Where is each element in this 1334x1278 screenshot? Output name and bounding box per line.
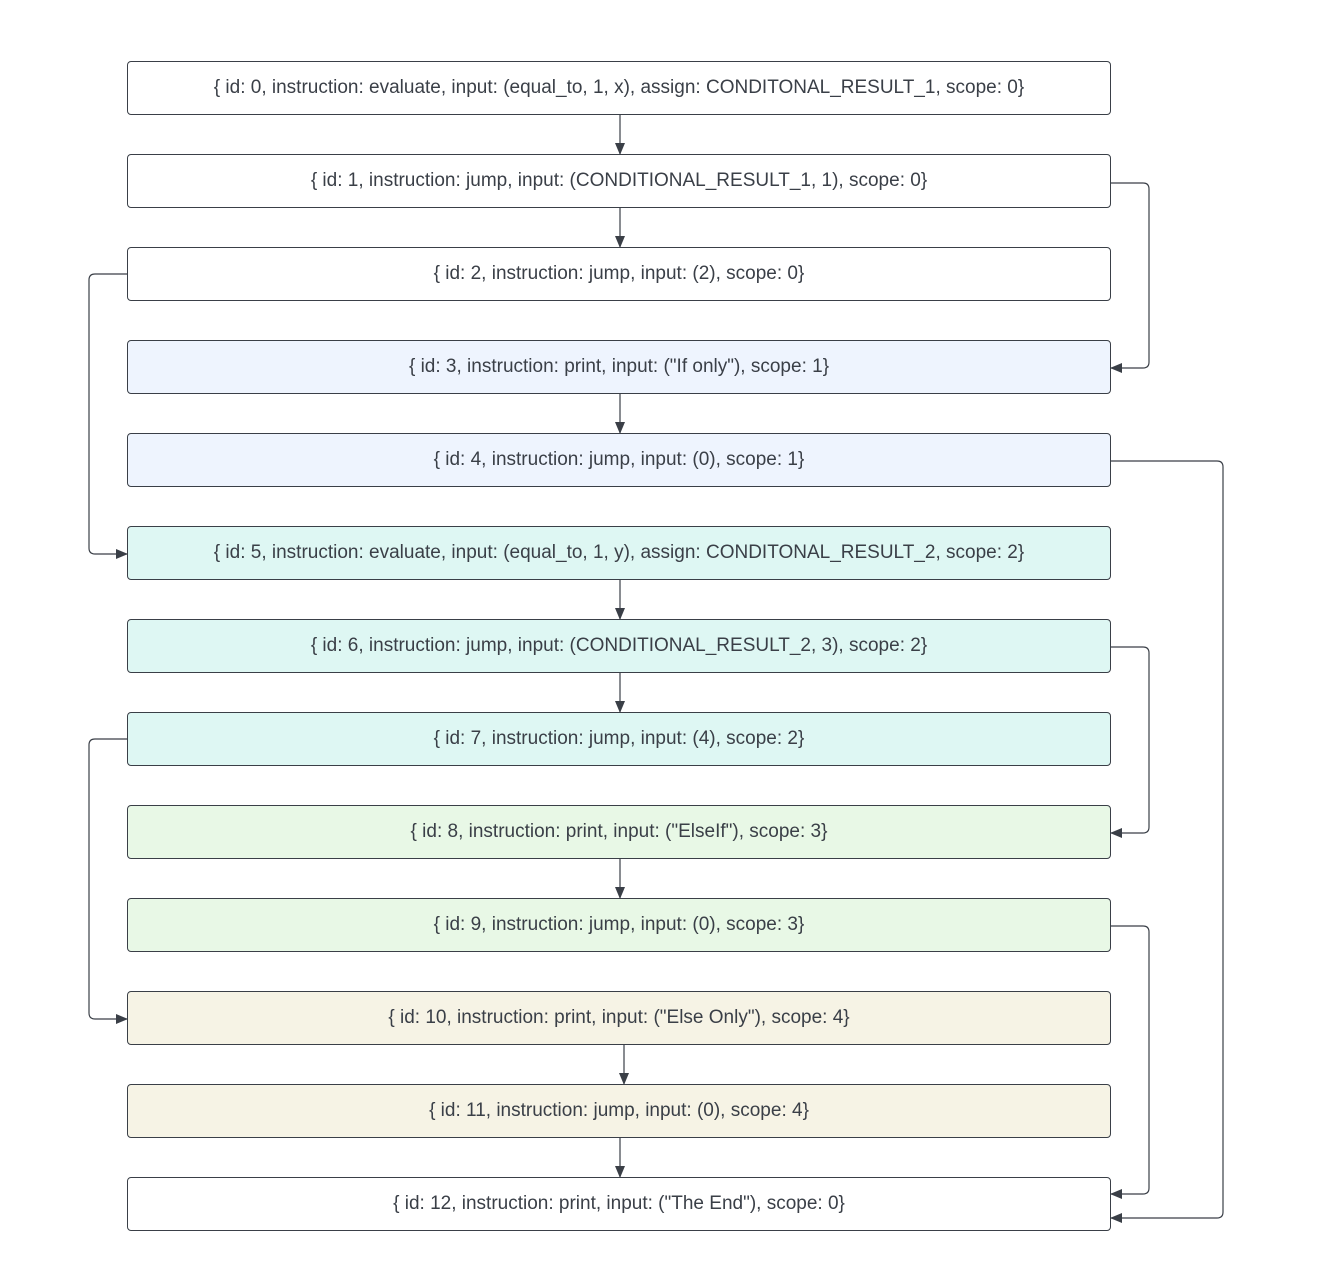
instruction-node-1: { id: 1, instruction: jump, input: (COND… [127, 154, 1111, 208]
instruction-node-9: { id: 9, instruction: jump, input: (0), … [127, 898, 1111, 952]
instruction-node-12: { id: 12, instruction: print, input: ("T… [127, 1177, 1111, 1231]
instruction-node-8: { id: 8, instruction: print, input: ("El… [127, 805, 1111, 859]
jump-arrow-9-to-12 [1110, 925, 1150, 1199]
instruction-node-4: { id: 4, instruction: jump, input: (0), … [127, 433, 1111, 487]
instruction-node-11: { id: 11, instruction: jump, input: (0),… [127, 1084, 1111, 1138]
instruction-node-0: { id: 0, instruction: evaluate, input: (… [127, 61, 1111, 115]
jump-arrow-6-to-8 [1110, 646, 1150, 838]
jump-arrow-4-to-12 [1110, 460, 1224, 1223]
jump-arrow-1-to-3 [1110, 182, 1150, 373]
jump-arrow-2-to-5 [88, 273, 128, 559]
instruction-node-7: { id: 7, instruction: jump, input: (4), … [127, 712, 1111, 766]
instruction-node-5: { id: 5, instruction: evaluate, input: (… [127, 526, 1111, 580]
instruction-node-6: { id: 6, instruction: jump, input: (COND… [127, 619, 1111, 673]
instruction-node-2: { id: 2, instruction: jump, input: (2), … [127, 247, 1111, 301]
instruction-node-3: { id: 3, instruction: print, input: ("If… [127, 340, 1111, 394]
jump-arrow-7-to-10 [88, 738, 128, 1024]
instruction-node-10: { id: 10, instruction: print, input: ("E… [127, 991, 1111, 1045]
